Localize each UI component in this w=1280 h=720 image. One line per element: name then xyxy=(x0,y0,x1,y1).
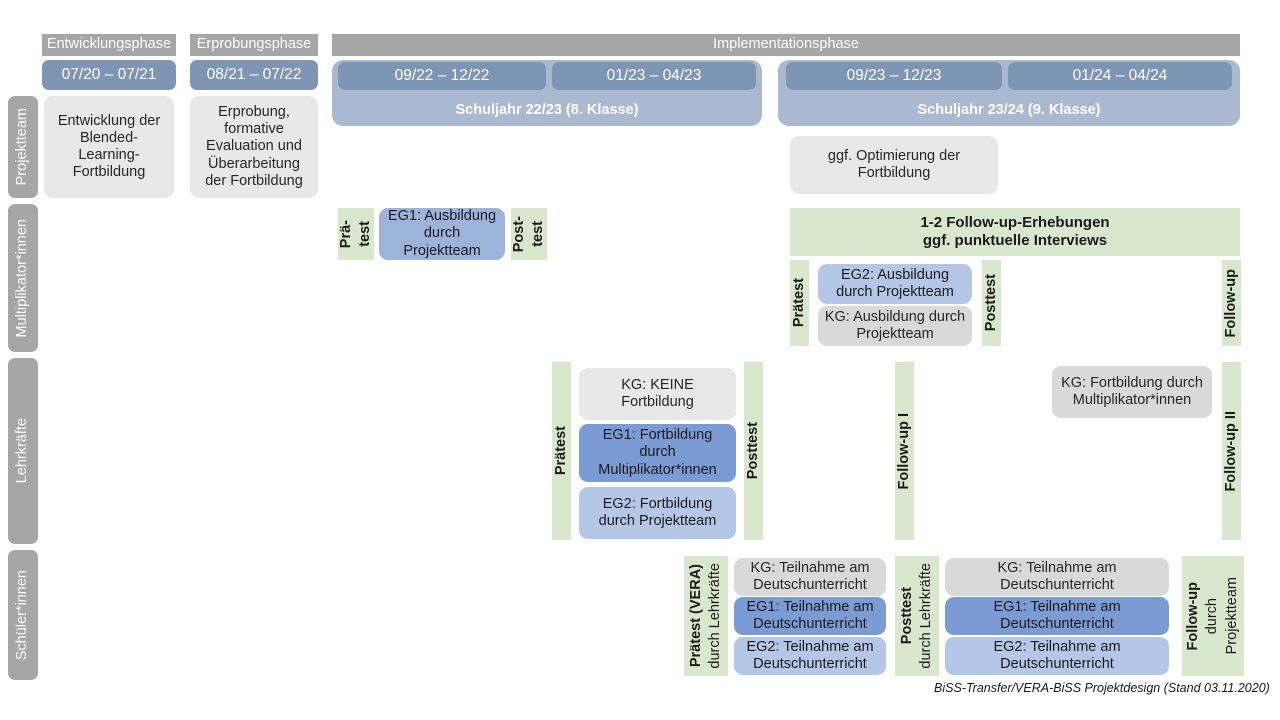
multiplikatoren-followup-bar-text: Follow-up xyxy=(1222,268,1239,338)
period-pill-0821-0722: 08/21 – 07/22 xyxy=(190,60,318,90)
lehrkraefte-followup1-bar-text: Follow-up I xyxy=(895,412,912,490)
row-label-schueler-text: Schüler*innen xyxy=(14,569,31,661)
projektteam-erprobung-box: Erprobung, formative Evaluation und Über… xyxy=(190,96,318,198)
schueler-posttest-bar-sub: durch Lehrkräfte xyxy=(918,563,934,669)
schueler-praetest-bar-sub: durch Lehrkräfte xyxy=(707,563,723,669)
lehrkraefte-followup2-bar-text: Follow-up II xyxy=(1222,410,1239,492)
schueler-followup-bar-sub2: Projektteam xyxy=(1223,577,1240,655)
phase-label-entwicklungsphase: Entwicklungsphase xyxy=(42,34,176,56)
lehrkraefte-eg2-fortbildung-box: EG2: Fortbildung durch Projektteam xyxy=(579,487,736,539)
multiplikatoren-praetest-bar: Prätest xyxy=(790,260,809,346)
schueler-eg1-left-box: EG1: Teilnahme am Deutschunterricht xyxy=(734,597,886,635)
row-label-schueler: Schüler*innen xyxy=(8,550,38,680)
multiplikatoren-followup-bar: Follow-up xyxy=(1222,260,1241,346)
projektteam-optimierung-box: ggf. Optimierung der Fortbildung xyxy=(790,136,998,194)
multiplikatoren-banner-line2: ggf. punktuelle Interviews xyxy=(922,232,1108,249)
schueler-eg2-right-box: EG2: Teilnahme am Deutschunterricht xyxy=(945,637,1169,675)
period-pill-0720-0721: 07/20 – 07/21 xyxy=(42,60,176,90)
row-label-multiplikatoren-text: Multiplikator*innen xyxy=(14,218,31,338)
multiplikatoren-posttest-bar-text: Posttest xyxy=(982,274,999,332)
schueler-followup-bar: Follow-up durch Projektteam xyxy=(1182,556,1244,676)
row-label-multiplikatoren: Multiplikator*innen xyxy=(8,204,38,352)
schueler-posttest-bar: Posttest durch Lehrkräfte xyxy=(895,556,939,676)
multiplikatoren-banner-line1: 1-2 Follow-up-Erhebungen xyxy=(920,214,1110,232)
lehrkraefte-kg-fortbildung-box: KG: Fortbildung durch Multiplikator*inne… xyxy=(1052,366,1212,418)
lehrkraefte-praetest-bar: Prätest xyxy=(552,362,571,540)
schueler-followup-bar-bold: Follow-up xyxy=(1185,581,1202,651)
multiplikatoren-praetest-bar-text: Prätest xyxy=(790,278,807,328)
schueler-praetest-bar-bold: Prätest (VERA) xyxy=(687,564,704,668)
multiplikatoren-posttest-early-line1: Post- xyxy=(510,215,527,253)
projektteam-entwicklung-box: Entwicklung der Blended-Learning-Fortbil… xyxy=(44,96,174,198)
multiplikatoren-praetest-early-line1: Prä- xyxy=(337,219,354,249)
row-label-projektteam: Projektteam xyxy=(8,96,38,198)
period-pill-0123-0423: 01/23 – 04/23 xyxy=(552,62,756,90)
schueler-posttest-bar-bold: Posttest xyxy=(898,587,915,645)
schueler-kg-left-box: KG: Teilnahme am Deutschunterricht xyxy=(734,558,886,596)
multiplikatoren-praetest-early: Prä- test xyxy=(338,208,374,260)
schueler-kg-right-box: KG: Teilnahme am Deutschunterricht xyxy=(945,558,1169,596)
phase-label-implementationsphase: Implementationsphase xyxy=(332,34,1240,56)
lehrkraefte-posttest-bar-text: Posttest xyxy=(744,422,761,480)
multiplikatoren-praetest-early-line2: test xyxy=(357,221,373,247)
schueler-eg1-right-box: EG1: Teilnahme am Deutschunterricht xyxy=(945,597,1169,635)
period-pill-0923-1223: 09/23 – 12/23 xyxy=(786,62,1002,90)
period-pill-0922-1222: 09/22 – 12/22 xyxy=(338,62,546,90)
multiplikatoren-eg1-ausbildung-box: EG1: Ausbildung durch Projektteam xyxy=(379,208,505,260)
lehrkraefte-posttest-bar: Posttest xyxy=(744,362,763,540)
multiplikatoren-posttest-bar: Posttest xyxy=(982,260,1001,346)
multiplikatoren-eg2-ausbildung-box: EG2: Ausbildung durch Projektteam xyxy=(818,264,972,304)
row-label-projektteam-text: Projektteam xyxy=(14,108,31,186)
multiplikatoren-posttest-early-line2: test xyxy=(530,221,546,247)
schueler-praetest-bar: Prätest (VERA) durch Lehrkräfte xyxy=(684,556,728,676)
lehrkraefte-followup1-bar: Follow-up I xyxy=(895,362,914,540)
schueler-eg2-left-box: EG2: Teilnahme am Deutschunterricht xyxy=(734,637,886,675)
phase-label-erprobungsphase: Erprobungsphase xyxy=(190,34,318,56)
row-label-lehrkraefte: Lehrkräfte xyxy=(8,358,38,544)
footer-source-note: BiSS-Transfer/VERA-BiSS Projektdesign (S… xyxy=(934,681,1270,695)
lehrkraefte-praetest-bar-text: Prätest xyxy=(552,426,569,476)
period-pill-0124-0424: 01/24 – 04/24 xyxy=(1008,62,1232,90)
row-label-lehrkraefte-text: Lehrkräfte xyxy=(14,418,31,484)
multiplikatoren-kg-ausbildung-box: KG: Ausbildung durch Projektteam xyxy=(818,306,972,346)
multiplikatoren-followup-banner: 1-2 Follow-up-Erhebungen ggf. punktuelle… xyxy=(790,208,1240,256)
lehrkraefte-followup2-bar: Follow-up II xyxy=(1222,362,1241,540)
lehrkraefte-eg1-fortbildung-box: EG1: Fortbildung durch Multiplikator*inn… xyxy=(579,424,736,482)
lehrkraefte-kg-keine-box: KG: KEINE Fortbildung xyxy=(579,368,736,420)
schueler-followup-bar-sub1: durch xyxy=(1204,597,1221,635)
multiplikatoren-posttest-early: Post- test xyxy=(511,208,547,260)
